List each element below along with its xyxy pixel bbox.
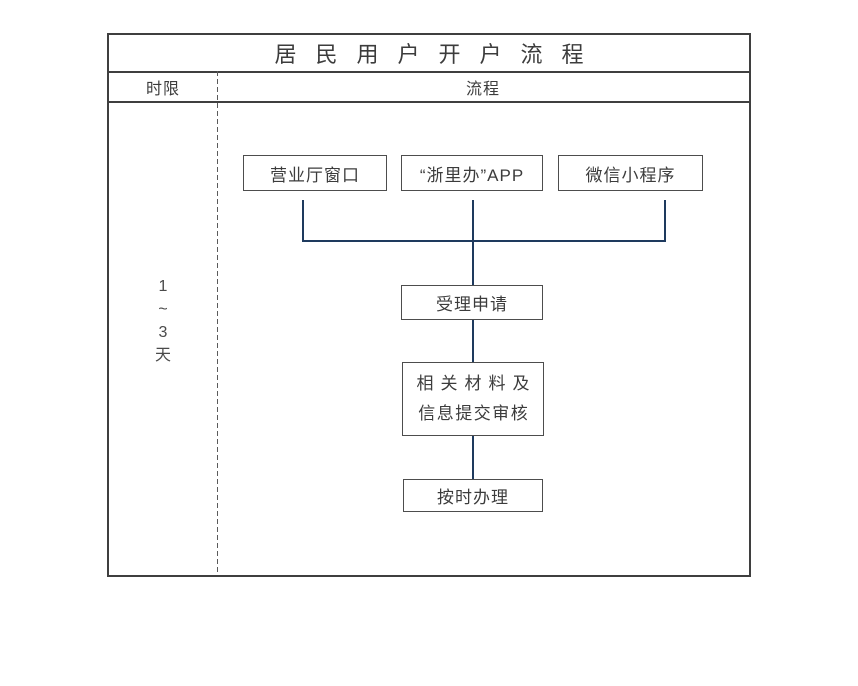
node-wechat-mini-program: 微信小程序 [558,155,703,191]
node-zheliban-app: “浙里办”APP [401,155,543,191]
column-header-time: 时限 [109,73,217,101]
title-row: 居民用户开户流程 [109,35,749,73]
node-business-hall-window: 营业厅窗口 [243,155,387,191]
connector-channel3-stub [664,200,666,241]
time-limit-char: 天 [154,347,171,364]
connector-channel2-to-step1 [472,200,474,285]
column-header-time-label: 时限 [145,81,180,98]
time-limit-char: 1 [158,278,168,295]
node-accept-application: 受理申请 [401,285,543,320]
node-materials-review: 相关材料及 信息提交审核 [402,362,544,436]
node-label-line2: 信息提交审核 [418,404,530,423]
node-handle-on-time: 按时办理 [403,479,543,512]
node-label: 微信小程序 [585,165,676,185]
column-header-process: 流程 [217,73,749,101]
column-header-process-label: 流程 [465,81,500,98]
table-body: 1 ~ 3 天 营业厅窗口 “浙里办”APP 微信小程序 受理申请 相关材料及 … [109,71,749,575]
page-title: 居民用户开户流程 [274,42,603,67]
time-limit-char: 3 [158,324,168,341]
flowchart-table: 居民用户开户流程 时限 流程 1 ~ 3 天 营业厅窗口 “浙里办”APP [107,33,751,577]
time-limit-value: 1 ~ 3 天 [109,275,217,367]
header-row: 时限 流程 [109,73,749,103]
node-label: 按时办理 [437,488,509,507]
node-label-line1: 相关材料及 [416,374,537,393]
node-label: 营业厅窗口 [270,165,360,185]
connector-channel1-stub [302,200,304,241]
node-label: 受理申请 [436,295,508,314]
connector-merge-horizontal [302,240,666,242]
column-divider-dashed-line [217,71,218,575]
connector-step1-to-step2 [472,320,474,362]
node-label: “浙里办”APP [419,165,525,185]
time-limit-char: ~ [158,301,168,318]
connector-step2-to-step3 [472,436,474,479]
